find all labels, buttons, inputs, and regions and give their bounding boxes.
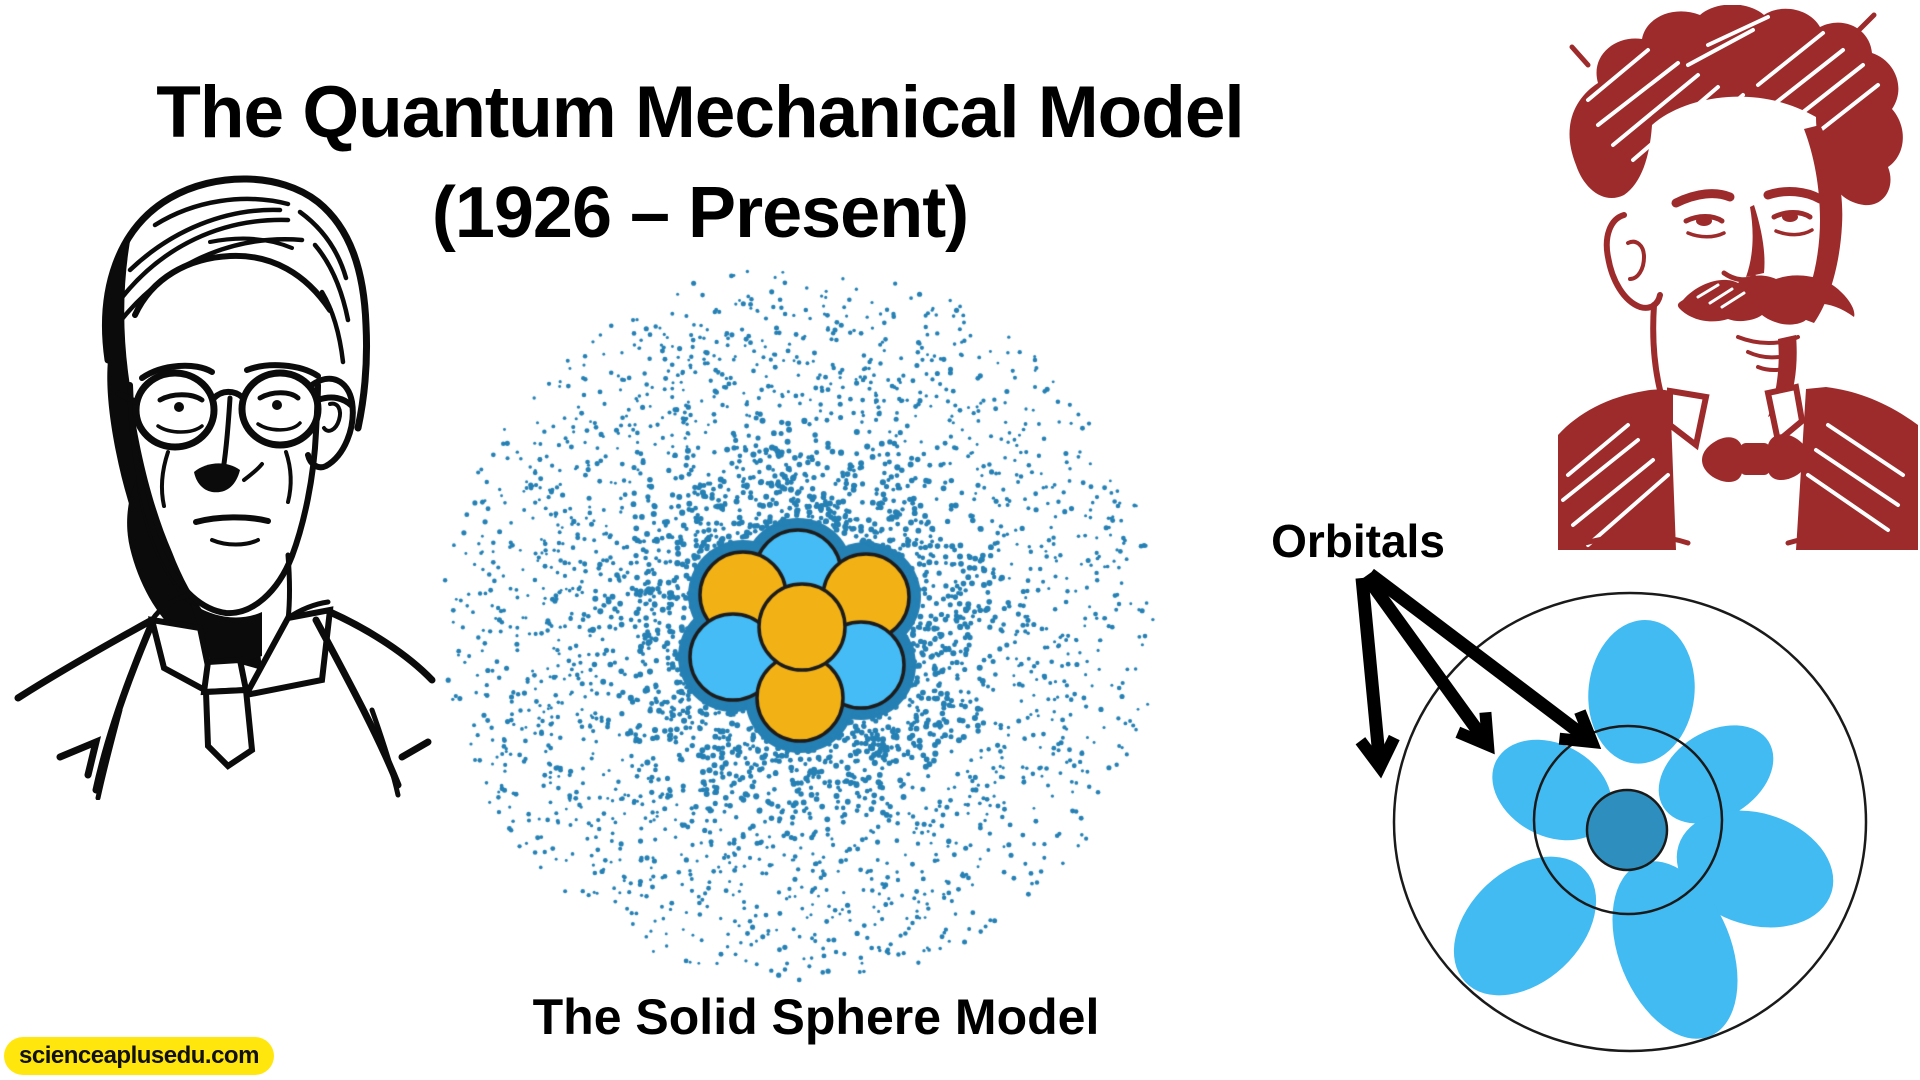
shoulder-hatching <box>1561 423 1905 547</box>
nose-shadow <box>194 463 240 493</box>
mustache <box>1677 275 1855 325</box>
glasses-right-lens <box>238 369 322 449</box>
title-line-2: (1926 – Present) <box>431 173 969 253</box>
cloud-caption: The Solid Sphere Model <box>532 989 1100 1045</box>
scientist-portrait-red-engraving <box>1558 5 1918 550</box>
shoulder-right <box>1796 387 1918 550</box>
bow-tie <box>1702 434 1808 483</box>
outer-shell-circle <box>1392 591 1868 1053</box>
electron-cloud-canvas <box>415 240 1195 1020</box>
orbital-nucleus-circle <box>1585 788 1669 872</box>
shoulder-left <box>1558 389 1676 550</box>
tie-knot <box>200 656 250 696</box>
site-watermark-badge: scienceaplusedu.com <box>4 1037 274 1075</box>
hairline <box>132 252 333 318</box>
neck-shadow <box>190 602 262 672</box>
inner-shell-circle <box>1532 724 1724 916</box>
glasses-left-lens <box>132 369 218 451</box>
page-title: The Quantum Mechanical Model (1926 – Pre… <box>40 76 1360 249</box>
site-watermark-text: scienceaplusedu.com <box>19 1042 259 1069</box>
nose-shading <box>1746 205 1765 277</box>
arrow-middle <box>1360 572 1495 755</box>
collar-right <box>240 606 334 700</box>
jaw-shadow <box>127 480 262 670</box>
arrow-left <box>1355 577 1400 779</box>
collar-left <box>147 616 219 701</box>
orbital-petals <box>1453 619 1834 1039</box>
hair-hatching <box>1586 15 1880 172</box>
orbitals-label: Orbitals <box>1271 515 1445 567</box>
mustache-hatching <box>1696 283 1746 309</box>
tie-blade <box>202 686 256 770</box>
face-outline <box>127 382 321 617</box>
cheek-shadow <box>1798 125 1843 323</box>
orbitals-arrows <box>1355 568 1602 779</box>
temple-shadow <box>105 230 208 618</box>
orbitals-diagram <box>1392 591 1868 1053</box>
hair-mass <box>1569 5 1903 206</box>
arrow-right <box>1366 568 1602 749</box>
title-line-1: The Quantum Mechanical Model <box>156 72 1244 153</box>
